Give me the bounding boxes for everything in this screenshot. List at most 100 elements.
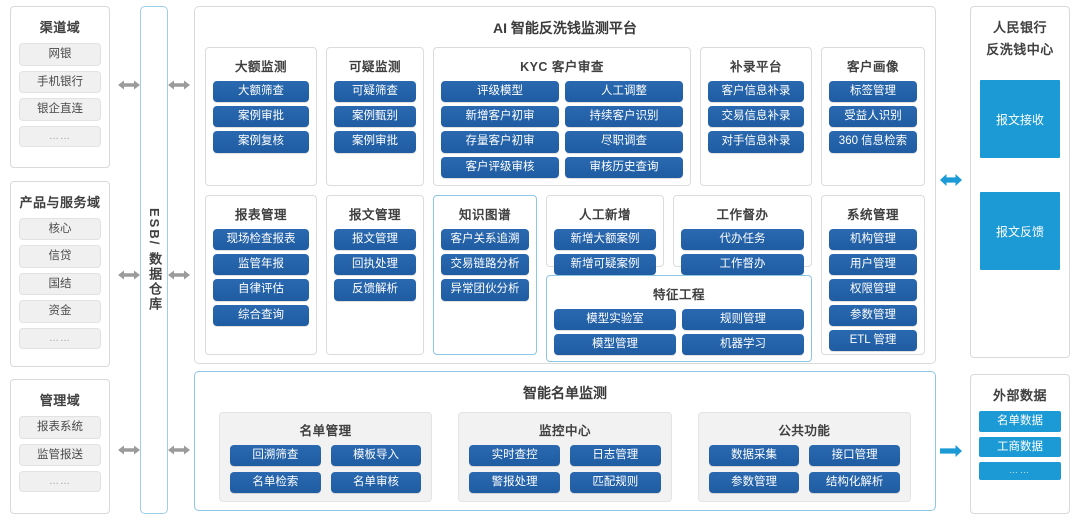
btn-todo-task[interactable]: 代办任务 [681, 229, 804, 251]
group-report-management: 报表管理 现场检查报表 监管年报 自律评估 综合查询 [205, 195, 317, 355]
btn-comprehensive-query[interactable]: 综合查询 [213, 304, 309, 326]
group-suspicious-monitoring: 可疑监测 可疑筛查 案例甄别 案例审批 [326, 47, 424, 186]
btn-self-discipline-assessment[interactable]: 自律评估 [213, 279, 309, 301]
btn-transaction-chain-analysis[interactable]: 交易链路分析 [441, 254, 529, 276]
chip-treasury[interactable]: 资金 [19, 300, 101, 324]
btn-new-customer-first-review[interactable]: 新增客户初审 [441, 106, 559, 128]
btn-interface-management[interactable]: 接口管理 [809, 445, 900, 467]
namelist-groups: 名单管理 回溯筛查 模板导入 名单检索 名单审核 监控中心 实时查控 日志管理 … [205, 412, 925, 503]
btn-log-management[interactable]: 日志管理 [569, 445, 661, 467]
box-message-receive[interactable]: 报文接收 [980, 80, 1060, 159]
btn-parameter-management-public[interactable]: 参数管理 [708, 472, 800, 494]
btn-rating-model[interactable]: 评级模型 [441, 81, 559, 103]
middle-top-row: 人工新增 新增大额案例 新增可疑案例 工作督办 代办任务 工作督办 [546, 195, 812, 276]
btn-retrospective-screening[interactable]: 回溯筛查 [230, 445, 321, 467]
btn-add-suspicious-case[interactable]: 新增可疑案例 [554, 254, 656, 276]
group-customer-profile-title: 客户画像 [846, 60, 899, 74]
btn-model-lab[interactable]: 模型实验室 [554, 309, 676, 331]
btn-template-import[interactable]: 模板导入 [330, 445, 422, 467]
single-arrow-external-data-icon [940, 443, 962, 457]
btn-organization-management[interactable]: 机构管理 [829, 229, 917, 251]
btn-360-info-search[interactable]: 360 信息检索 [829, 131, 917, 153]
btn-work-supervision[interactable]: 工作督办 [681, 254, 804, 276]
chip-international-settlement[interactable]: 国结 [19, 272, 101, 296]
btn-feedback-parsing[interactable]: 反馈解析 [334, 279, 416, 301]
group-supplementary-title: 补录平台 [729, 60, 782, 74]
chip-report-system[interactable]: 报表系统 [19, 416, 101, 439]
left-arrows [118, 0, 140, 520]
chip-namelist-data[interactable]: 名单数据 [979, 411, 1061, 432]
btn-namelist-search[interactable]: 名单检索 [230, 472, 321, 494]
btn-beneficiary-identification[interactable]: 受益人识别 [829, 106, 917, 128]
double-arrow-pboc-icon [940, 172, 962, 186]
btn-transaction-info-entry[interactable]: 交易信息补录 [708, 106, 804, 128]
box-message-feedback[interactable]: 报文反馈 [980, 192, 1060, 271]
btn-abnormal-group-analysis[interactable]: 异常团伙分析 [441, 279, 529, 301]
group-manual-addition: 人工新增 新增大额案例 新增可疑案例 [546, 195, 664, 276]
esb-data-warehouse-bus: ESB/ 数据仓库 [140, 6, 168, 514]
btn-regulatory-annual-report[interactable]: 监管年报 [213, 254, 309, 276]
btn-customer-rating-audit[interactable]: 客户评级审核 [441, 156, 559, 178]
platform-row-2: 报表管理 现场检查报表 监管年报 自律评估 综合查询 报文管理 报文管理 回执处… [205, 195, 925, 363]
btn-tag-management[interactable]: 标签管理 [829, 81, 917, 103]
btn-continuous-customer-identification[interactable]: 持续客户识别 [565, 106, 683, 128]
chip-mobile-banking[interactable]: 手机银行 [19, 70, 101, 94]
platform-column: AI 智能反洗钱监测平台 大额监测 大额筛查 案例审批 案例复核 可疑监测 可疑… [194, 6, 936, 514]
btn-due-diligence[interactable]: 尽职调查 [565, 131, 683, 153]
btn-suspicious-screening[interactable]: 可疑筛查 [334, 81, 416, 103]
group-message-management: 报文管理 报文管理 回执处理 反馈解析 [326, 195, 424, 355]
double-arrow-esb-bottom-icon [168, 443, 190, 457]
btn-model-management[interactable]: 模型管理 [554, 334, 676, 356]
chip-product-more: …… [19, 328, 101, 350]
btn-etl-management[interactable]: ETL 管理 [829, 329, 917, 352]
right-external-column: 人民银行 反洗钱中心 报文接收 报文反馈 外部数据 名单数据 工商数据 …… [962, 0, 1080, 520]
pboc-title-line2: 反洗钱中心 [986, 41, 1054, 57]
btn-large-amount-screening[interactable]: 大额筛查 [213, 81, 309, 103]
btn-machine-learning[interactable]: 机器学习 [682, 334, 804, 356]
btn-add-large-amount-case[interactable]: 新增大额案例 [554, 229, 656, 251]
btn-audit-history-query[interactable]: 审核历史查询 [565, 156, 683, 178]
chip-core[interactable]: 核心 [19, 217, 101, 241]
btn-matching-rules[interactable]: 匹配规则 [569, 472, 661, 494]
btn-realtime-control[interactable]: 实时查控 [469, 445, 560, 467]
double-arrow-esb-mid-icon [168, 268, 190, 282]
chip-online-banking[interactable]: 网银 [19, 43, 101, 66]
domain-management: 管理域 报表系统 监管报送 …… [10, 379, 110, 514]
chip-business-registration-data[interactable]: 工商数据 [979, 436, 1061, 458]
group-monitoring-center-title: 监控中心 [538, 424, 591, 438]
external-data-title: 外部数据 [992, 388, 1047, 403]
chip-regulatory-submission[interactable]: 监管报送 [19, 443, 101, 467]
group-knowledge-graph-title: 知识图谱 [458, 208, 511, 222]
btn-manual-adjustment[interactable]: 人工调整 [565, 81, 683, 103]
platform-row-1: 大额监测 大额筛查 案例审批 案例复核 可疑监测 可疑筛查 案例甄别 案例审批 [205, 47, 925, 186]
double-arrow-channel-icon [118, 78, 140, 92]
btn-user-management[interactable]: 用户管理 [829, 254, 917, 276]
btn-parameter-management-sys[interactable]: 参数管理 [829, 304, 917, 326]
btn-onsite-inspection-report[interactable]: 现场检查报表 [213, 229, 309, 251]
btn-counterparty-info-entry[interactable]: 对手信息补录 [708, 131, 804, 153]
group-kyc-customer-review: KYC 客户审查 评级模型 新增客户初审 存量客户初审 客户评级审核 人工调整 … [433, 47, 691, 186]
btn-case-approval-suspicious[interactable]: 案例审批 [334, 131, 416, 153]
btn-permission-management[interactable]: 权限管理 [829, 279, 917, 301]
btn-case-identification[interactable]: 案例甄别 [334, 106, 416, 128]
chip-bank-enterprise-direct[interactable]: 银企直连 [19, 98, 101, 121]
btn-alarm-processing[interactable]: 警报处理 [469, 472, 560, 494]
external-data-panel: 外部数据 名单数据 工商数据 …… [970, 374, 1070, 514]
btn-message-management[interactable]: 报文管理 [334, 229, 416, 251]
domain-product-service: 产品与服务域 核心 信贷 国结 资金 …… [10, 180, 110, 367]
smart-namelist-monitoring-panel: 智能名单监测 名单管理 回溯筛查 模板导入 名单检索 名单审核 监控中心 实时查… [194, 371, 936, 511]
btn-namelist-audit[interactable]: 名单审核 [330, 472, 422, 494]
btn-existing-customer-first-review[interactable]: 存量客户初审 [441, 131, 559, 153]
pboc-title-line1: 人民银行 [992, 20, 1047, 35]
btn-rule-management[interactable]: 规则管理 [682, 309, 804, 331]
btn-structured-parsing[interactable]: 结构化解析 [809, 472, 900, 494]
btn-data-collection[interactable]: 数据采集 [708, 445, 800, 467]
chip-credit[interactable]: 信贷 [19, 245, 101, 268]
group-customer-profile: 客户画像 标签管理 受益人识别 360 信息检索 [821, 47, 925, 186]
btn-receipt-processing[interactable]: 回执处理 [334, 254, 416, 276]
btn-customer-relation-tracing[interactable]: 客户关系追溯 [441, 229, 529, 251]
btn-customer-info-entry[interactable]: 客户信息补录 [708, 81, 804, 103]
btn-case-review-large[interactable]: 案例复核 [213, 131, 309, 153]
btn-case-approval-large[interactable]: 案例审批 [213, 106, 309, 128]
group-namelist-management-title: 名单管理 [299, 424, 352, 438]
